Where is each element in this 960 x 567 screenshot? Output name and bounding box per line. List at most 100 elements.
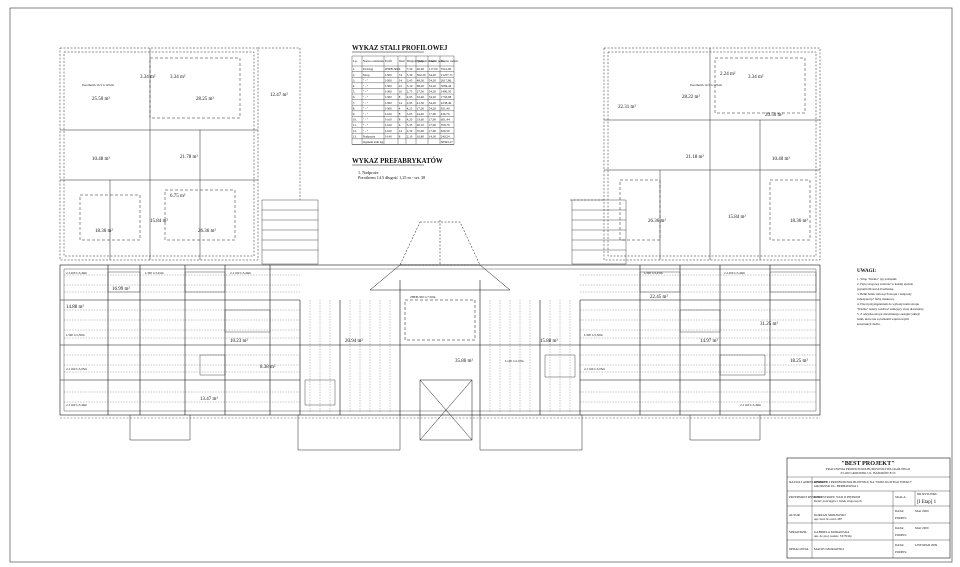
- tb-date-label: DATA:: [895, 509, 904, 513]
- room-area-label: 21.78 m²: [180, 154, 198, 160]
- steel-cell: " - ": [363, 84, 369, 88]
- steel-cell: 7.: [353, 101, 356, 105]
- steel-cell: Strop: [363, 73, 370, 77]
- joists-center: [309, 300, 571, 412]
- steel-cell: Nadproże: [363, 134, 376, 138]
- steel-header-cell: Długość jedn.: [407, 59, 425, 63]
- tb-sign-label: PODPIS:: [895, 550, 907, 554]
- steel-total-label: Ogółem stali kg.: [363, 140, 384, 144]
- steel-cell: I-140: [385, 134, 392, 138]
- tb-scale-label: SKALA: [895, 495, 906, 499]
- tb-value-object: REMONT, I PRZEBUDOWA BUDYNKU NA "DOM ZŁO…: [814, 480, 913, 485]
- steel-cell: " - ": [363, 90, 369, 94]
- tb-date-label: DATA:: [895, 526, 904, 530]
- steel-cell: 4: [399, 106, 401, 110]
- steel-cell: 54,20: [429, 95, 437, 100]
- steel-cell: 3,45: [407, 78, 413, 83]
- beam-label: 2-I 200 l=3,40m: [66, 271, 87, 276]
- steel-cell: 4,05: [407, 95, 413, 100]
- room-area-label: 22.45 m²: [650, 294, 668, 300]
- steel-cell: 8: [399, 134, 401, 138]
- steel-cell: 17,00: [417, 106, 425, 111]
- steel-cell: 3.: [353, 78, 356, 82]
- room-area-label: 15.88 m²: [540, 338, 558, 344]
- steel-header-cell: Profil: [385, 59, 392, 63]
- room-area-label: 16.99 m²: [112, 286, 130, 292]
- steel-cell: 68,20: [417, 84, 425, 89]
- steel-cell: 54,20: [429, 90, 437, 95]
- steel-cell: 2,50: [407, 129, 413, 134]
- sheet-border: [9, 7, 953, 563]
- steel-cell: 2,95: [407, 101, 413, 106]
- room-area-label: 20.50 m²: [765, 112, 783, 118]
- tb-date: MAJ 2009: [915, 526, 929, 530]
- steel-cell: 33,60: [417, 118, 425, 123]
- beam-label: Porotherm 14.5 l=125cm: [690, 83, 723, 87]
- tb-label-author: AUTOR: [789, 513, 801, 517]
- firm-name: "BEST PROJEKT": [841, 460, 894, 467]
- steel-cell: 392,20: [417, 73, 426, 78]
- tb-value-subject: RZUT STROPU NAD II PIĘTREM: [814, 495, 861, 499]
- note-line: "Kleina" należy rozebrać istniejący stro…: [857, 307, 924, 311]
- note-line: konstrukcji dachu.: [857, 322, 881, 326]
- steel-cell: 17,90: [429, 129, 437, 134]
- steel-cell: 48,30: [417, 78, 425, 83]
- prefab-detail: Porotherm 14.5 długość 1,25 m - szt. 38: [358, 175, 425, 181]
- steel-cell: 8: [399, 118, 401, 122]
- steel-cell: 5.: [353, 90, 356, 94]
- steel-cell: 14: [399, 78, 403, 82]
- beam-labels: 2-I 200 l=3,40m I-300 l=3,45m 2-I 160 l=…: [66, 83, 761, 408]
- joists-right: [580, 274, 816, 403]
- steel-cell: 11.: [353, 123, 357, 127]
- beam-label: 2-I 160 l=3,40m: [230, 271, 251, 276]
- room-area-label: 14.97 m²: [700, 338, 718, 344]
- steel-cell: " - ": [363, 112, 369, 116]
- room-area-label: 22.31 m²: [618, 104, 636, 110]
- steel-cell: 240,24: [441, 134, 450, 139]
- tb-label-checked: SPRAWDZIŁ: [789, 530, 807, 534]
- steel-cell: 17,90: [429, 118, 437, 123]
- room-labels: 3.34 m² 3.34 m² 25.50 m² 28.25 m² 12.47 …: [66, 71, 808, 402]
- note-line: 4. Przed przystąpieniem do wykonywania s…: [857, 302, 920, 306]
- steel-cell: 10.: [353, 118, 357, 122]
- room-area-label: 10.23 m²: [230, 338, 248, 344]
- steel-cell: 27,50: [417, 90, 425, 95]
- steel-cell: 54,20: [429, 84, 437, 89]
- tb-value-line2: Detal: podciągów i belek stropowych: [814, 499, 862, 503]
- steel-cell: 8.: [353, 106, 356, 110]
- room-area-label: 26.36 m²: [648, 218, 666, 224]
- notes-block: UWAGI: 1. Strop "Kleina" typ półciężki. …: [857, 269, 924, 326]
- steel-cell: 40,00: [417, 67, 425, 72]
- note-line: zabezpieczyć farbą tlenkową.: [857, 297, 895, 301]
- steel-header-cell: Ciężar razem: [441, 59, 458, 63]
- room-area-label: 3.34 m²: [140, 74, 156, 80]
- steel-table: WYKAZ STALI PROFILOWEJ L.p.Nazwa element…: [351, 45, 458, 145]
- steel-cell: 17,90: [429, 112, 437, 117]
- beam-label: 2-I 160 l=3,40m: [740, 403, 761, 408]
- room-area-label: 3.34 m²: [748, 74, 764, 80]
- prefab-title: WYKAZ PREFABRYKATÓW: [352, 157, 443, 165]
- steel-cell: 2.: [353, 73, 356, 77]
- steel-cell: 54,20: [429, 78, 437, 83]
- steel-cell: 601,44: [441, 118, 450, 123]
- room-area-label: 15.84 m²: [150, 218, 168, 224]
- room-area-label: 8.38 m²: [260, 364, 276, 370]
- steel-cell: I-160: [385, 129, 392, 133]
- central-core: [369, 220, 511, 441]
- steel-cell: 7,50: [407, 67, 413, 72]
- steel-cell: " - ": [363, 101, 369, 105]
- steel-cell: 22: [399, 84, 403, 88]
- steel-cell: 41,30: [417, 101, 425, 106]
- beam-label: 2-I 160 l=3,05m: [584, 367, 605, 372]
- prefab-list: WYKAZ PREFABRYKATÓW 1. Nadproże Porother…: [352, 157, 443, 181]
- steel-cell: I-300: [385, 73, 392, 77]
- room-area-label: 2.24 m²: [720, 71, 736, 77]
- steel-cell: 8: [399, 112, 401, 116]
- steel-header-cell: Nazwa elementu: [363, 59, 385, 63]
- steel-cell: 32,40: [417, 95, 425, 100]
- room-area-label: 28.22 m²: [682, 94, 700, 100]
- steel-cell: 12.: [353, 129, 357, 133]
- steel-cell: 3,35: [407, 123, 413, 128]
- steel-cell: " - ": [363, 118, 369, 122]
- steel-cell: 20,10: [417, 123, 425, 128]
